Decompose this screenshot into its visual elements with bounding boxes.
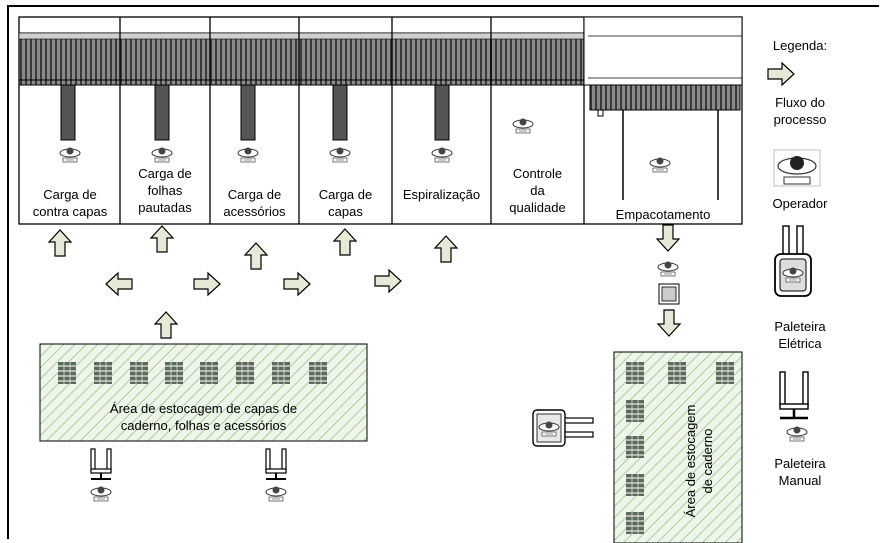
storage-left-label: Área de estocagem de capas de caderno, f… [109, 401, 298, 433]
storage-area-left [39, 343, 368, 442]
legend-manual-pallet-label: Paleteira Manual [774, 456, 826, 488]
legend-electric-pallet-label: Paleteira Elétrica [774, 319, 826, 351]
station-label-acessorios: Carga de acessórios [223, 187, 286, 219]
station-label-contra-capas: Carga de contra capas [32, 187, 108, 219]
storage-right-label: Área de estocagem de caderno [683, 404, 715, 518]
conveyor [18, 32, 585, 86]
station-label-espiralizacao: Espiralização [402, 187, 481, 202]
legend-arrow-icon [767, 62, 795, 86]
legend-operator-label: Operador [772, 196, 828, 211]
station-label-folhas: Carga de folhas pautadas [138, 166, 192, 215]
diagram-frame [7, 5, 879, 539]
legend-title: Legenda: [772, 38, 828, 53]
station-label-qualidade: Controle da qualidade [509, 166, 566, 215]
legend-manual-pallet-icon [779, 371, 809, 420]
legend-flow-label: Fluxo do processo [773, 95, 827, 127]
legend-operator-icon [773, 149, 821, 187]
station-label-capas: Carga de capas [318, 187, 373, 219]
legend-electric-pallet-icon [774, 225, 812, 297]
station-label-empacotamento: Empacotamento [615, 207, 711, 222]
